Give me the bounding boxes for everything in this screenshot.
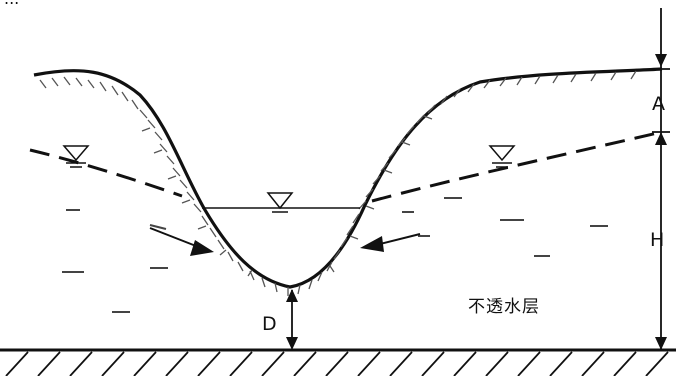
label-a: A: [652, 93, 665, 115]
soil-hatching: [39, 70, 637, 296]
seepage-arrow-right: [360, 233, 421, 252]
label-d: D: [262, 313, 277, 335]
impermeable-layer-hatching: [5, 351, 669, 376]
water-level-triangle-right: [488, 145, 516, 168]
groundwater-marks: [62, 197, 608, 313]
water-table-right: [371, 130, 663, 203]
label-h: H: [650, 229, 664, 251]
dimension-line-d: [286, 289, 298, 350]
label-impermeable-layer: 不透水层: [468, 297, 540, 317]
caption-fragment: ...: [4, 0, 19, 8]
water-level-triangle-left: [62, 145, 90, 168]
seepage-arrow-left: [149, 227, 214, 256]
dimension-line-right: [652, 8, 670, 350]
water-table-left: [29, 148, 183, 198]
water-level-triangle-center: [266, 192, 294, 213]
